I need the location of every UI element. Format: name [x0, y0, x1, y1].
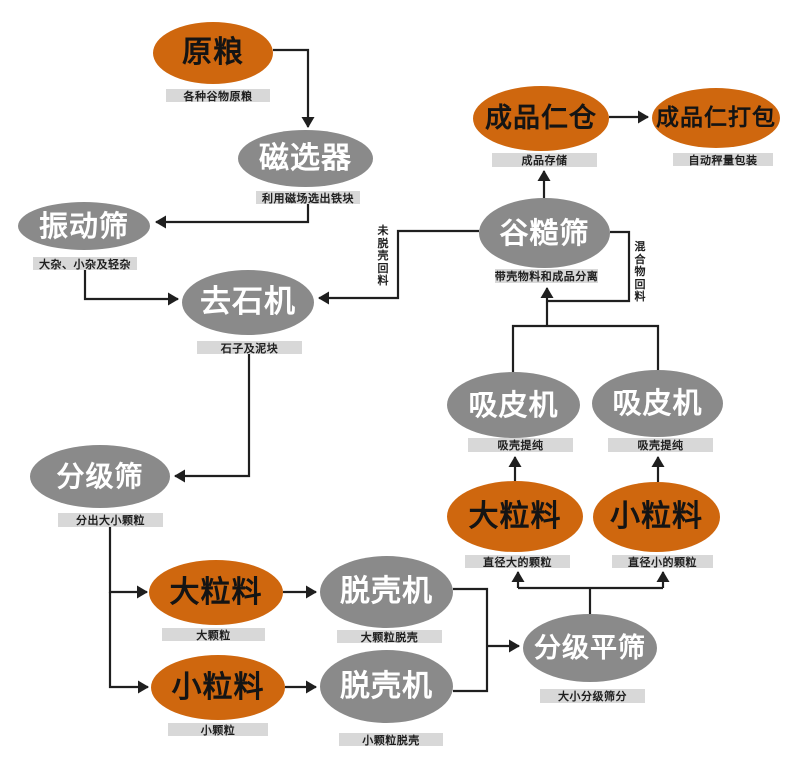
- node-husk-aspirator-left-label: 吸皮机: [468, 387, 559, 422]
- node-destoner-sublabel: 石子及泥块: [197, 341, 302, 355]
- node-small-particles-upper: 小粒料: [593, 482, 720, 552]
- node-grading-screen-label: 分级筛: [56, 459, 144, 493]
- node-husker-bottom: 脱壳机: [320, 650, 453, 723]
- node-husker-top: 脱壳机: [320, 556, 453, 628]
- flow-label-unhulled-return: 未脱壳回料: [377, 224, 389, 287]
- node-destoner: 去石机: [182, 270, 314, 335]
- node-husk-aspirator-right-label: 吸皮机: [612, 386, 703, 420]
- node-large-particles-upper-sublabel: 直径大的颗粒: [465, 555, 570, 569]
- node-large-particles-lower-sublabel: 大颗粒: [162, 628, 265, 642]
- node-grading-screen: 分级筛: [30, 445, 170, 508]
- node-small-particles-lower-label: 小粒料: [171, 669, 265, 705]
- node-vibrating-screen: 振动筛: [18, 202, 150, 250]
- node-grading-flat-screen-label: 分级平筛: [534, 632, 646, 664]
- node-destoner-label: 去石机: [200, 284, 296, 320]
- node-husk-aspirator-right: 吸皮机: [592, 370, 723, 437]
- node-paddy-husk-screen-sublabel: 带壳物料和成品分离: [494, 269, 599, 283]
- node-raw-grain-label: 原粮: [182, 35, 244, 70]
- node-grading-screen-sublabel: 分出大小颗粒: [58, 513, 163, 527]
- node-husk-aspirator-left-sublabel: 吸壳提纯: [468, 438, 573, 452]
- node-small-particles-lower-sublabel: 小颗粒: [168, 723, 268, 737]
- edge-raw-grain-to-magnetic-separator: [273, 48, 315, 128]
- edge-grading-screen-to-small-particles-lower: [108, 592, 149, 694]
- node-raw-grain: 原粮: [153, 22, 273, 84]
- node-finished-kernel-bin: 成品仁仓: [473, 86, 609, 151]
- edge-aspirators-junction: [511, 324, 660, 372]
- node-magnetic-separator: 磁选器: [238, 130, 373, 187]
- node-magnetic-separator-label: 磁选器: [259, 140, 352, 176]
- node-raw-grain-sublabel: 各种谷物原粮: [166, 89, 270, 103]
- node-large-particles-upper-label: 大粒料: [468, 498, 562, 534]
- node-vibrating-screen-label: 振动筛: [38, 208, 129, 243]
- node-finished-kernel-bin-sublabel: 成品存储: [492, 153, 597, 167]
- node-small-particles-upper-label: 小粒料: [610, 499, 703, 534]
- node-husker-top-label: 脱壳机: [340, 574, 433, 609]
- edge-vibrating-screen-to-destoner: [83, 270, 179, 306]
- node-husker-bottom-sublabel: 小颗粒脱壳: [339, 733, 443, 747]
- node-paddy-husk-screen: 谷糙筛: [479, 198, 610, 268]
- node-finished-kernel-packing-sublabel: 自动秤量包装: [673, 153, 773, 167]
- edge-unhulled-return-to-destoner: [318, 229, 479, 305]
- node-large-particles-lower-label: 大粒料: [169, 574, 263, 610]
- flow-label-mixture-return: 混合物回料: [634, 240, 646, 303]
- node-paddy-husk-screen-label: 谷糙筛: [499, 215, 590, 250]
- node-large-particles-lower: 大粒料: [149, 560, 283, 625]
- edge-huskers-junction: [453, 587, 489, 693]
- node-finished-kernel-packing-label: 成品仁打包: [656, 104, 776, 131]
- node-small-particles-upper-sublabel: 直径小的颗粒: [612, 555, 713, 569]
- node-large-particles-upper: 大粒料: [447, 481, 583, 552]
- node-vibrating-screen-sublabel: 大杂、小杂及轻杂: [33, 257, 137, 271]
- edge-magnetic-separator-to-vibrating-screen: [155, 203, 310, 229]
- node-grading-flat-screen-sublabel: 大小分级筛分: [540, 689, 645, 703]
- node-finished-kernel-bin-label: 成品仁仓: [485, 103, 597, 134]
- node-magnetic-separator-sublabel: 利用磁场选出铁块: [256, 191, 360, 205]
- node-husk-aspirator-left: 吸皮机: [447, 372, 580, 438]
- edge-grading-screen-to-large-particles-lower: [108, 527, 148, 599]
- node-finished-kernel-packing: 成品仁打包: [652, 88, 780, 148]
- node-grading-flat-screen: 分级平筛: [523, 614, 657, 682]
- node-small-particles-lower: 小粒料: [151, 655, 285, 720]
- node-husker-bottom-label: 脱壳机: [340, 668, 433, 704]
- edge-destoner-to-grading-screen: [174, 353, 251, 483]
- node-husker-top-sublabel: 大颗粒脱壳: [337, 630, 442, 644]
- node-husk-aspirator-right-sublabel: 吸壳提纯: [608, 438, 713, 452]
